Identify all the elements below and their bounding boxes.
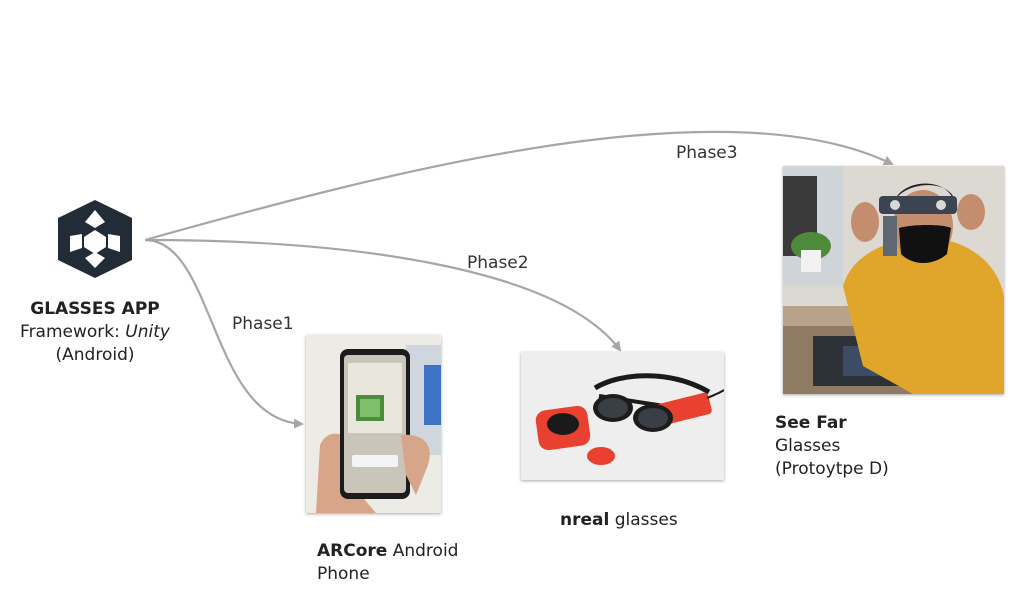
- nreal-name: nreal: [560, 510, 609, 530]
- phase3-label: Phase3: [676, 143, 738, 163]
- framework-name: Unity: [125, 322, 170, 342]
- arcore-phone-photo: [306, 335, 441, 513]
- seefar-label: See Far Glasses (Protoytpe D): [775, 412, 889, 481]
- phase3-arrow: [145, 132, 892, 240]
- arcore-label: ARCore Android Phone: [317, 540, 458, 586]
- seefar-prototype-photo: [783, 166, 1004, 394]
- seefar-name: See Far: [775, 412, 889, 435]
- nreal-label: nreal glasses: [560, 509, 678, 532]
- arcore-name: ARCore: [317, 541, 387, 561]
- unity-logo-icon: [52, 196, 138, 282]
- phase2-label: Phase2: [467, 253, 529, 273]
- app-framework: Framework: Unity: [0, 321, 190, 344]
- app-platform: (Android): [0, 344, 190, 367]
- app-label: GLASSES APP Framework: Unity (Android): [0, 298, 190, 367]
- nreal-glasses-photo: [521, 352, 724, 480]
- phase1-label: Phase1: [232, 314, 294, 334]
- app-title: GLASSES APP: [0, 298, 190, 321]
